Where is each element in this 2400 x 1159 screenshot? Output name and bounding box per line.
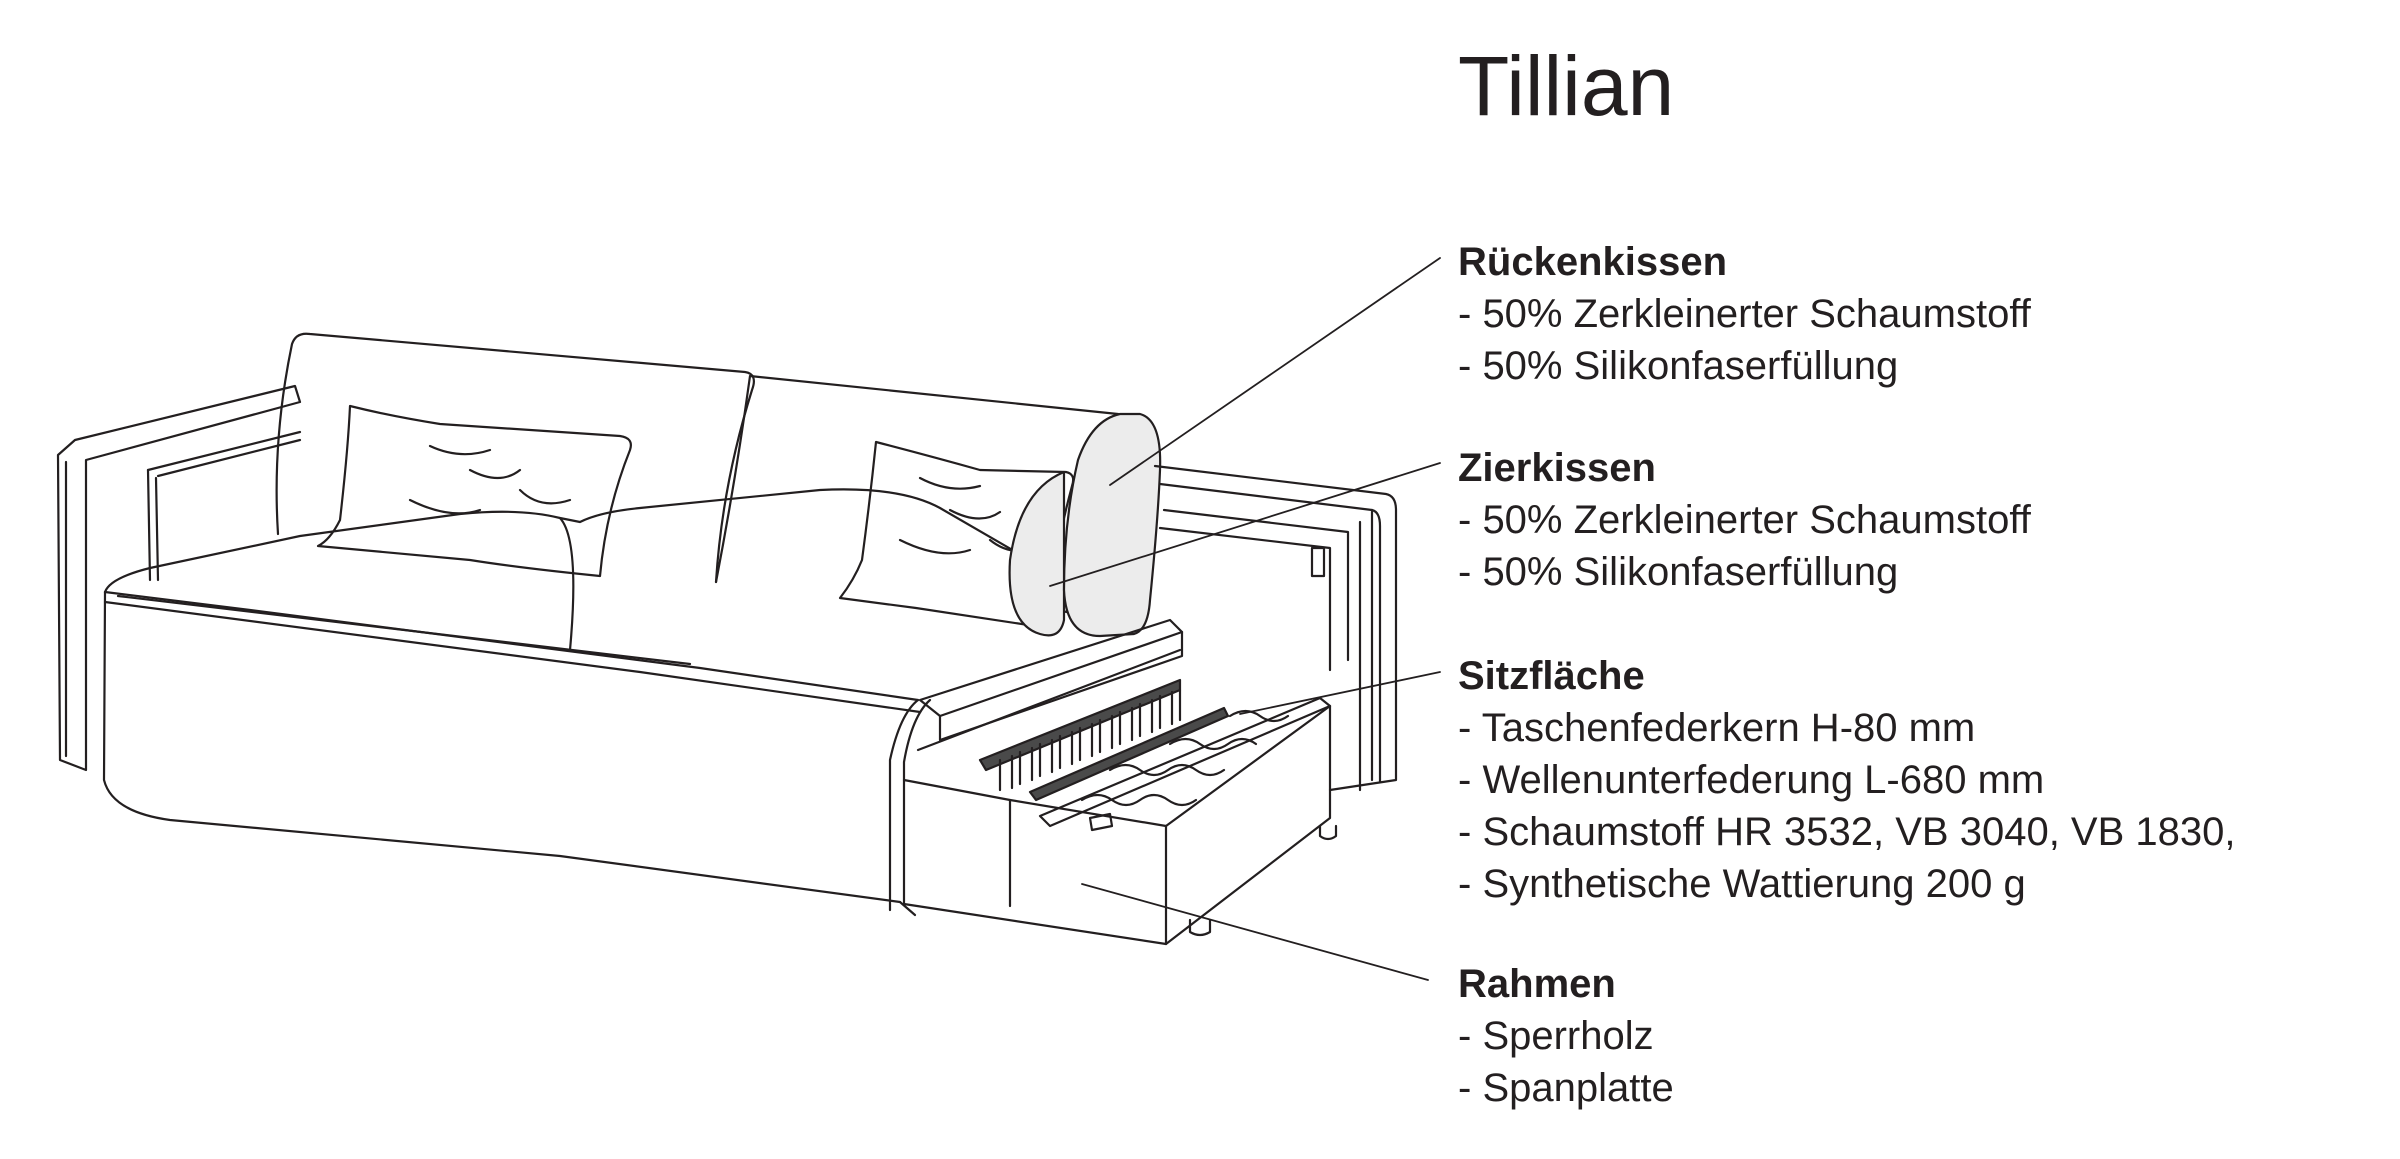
pocket-spring-core	[980, 680, 1228, 800]
cutaway-frame	[1155, 466, 1396, 790]
sofa-base-frame	[104, 592, 920, 915]
decorative-cushion-left	[318, 406, 631, 576]
leader-line-rueckenkissen	[1110, 258, 1440, 485]
back-cushions	[277, 334, 1132, 620]
section-zierkissen: Zierkissen 50% Zerkleinerter Schaumstoff…	[1458, 442, 2031, 598]
leader-line-rahmen	[1082, 884, 1428, 980]
section-rahmen: Rahmen Sperrholz Spanplatte	[1458, 958, 1674, 1114]
highlighted-cushions	[1010, 414, 1161, 636]
spec-item: 50% Silikonfaserfüllung	[1458, 340, 2031, 392]
left-armrest	[58, 386, 300, 770]
spec-list: 50% Zerkleinerter Schaumstoff 50% Siliko…	[1458, 288, 2031, 392]
spec-item: 50% Zerkleinerter Schaumstoff	[1458, 288, 2030, 340]
section-heading: Rahmen	[1458, 962, 1616, 1006]
section-heading: Rückenkissen	[1458, 240, 1728, 284]
seat-cutaway-foam	[890, 620, 1182, 910]
spec-item: 50% Zerkleinerter Schaumstoff	[1458, 494, 2030, 546]
wave-spring-base	[1040, 698, 1330, 826]
section-rueckenkissen: Rückenkissen 50% Zerkleinerter Schaumsto…	[1458, 236, 2031, 392]
spec-item: Schaumstoff HR 3532, VB 3040, VB 1830,	[1458, 806, 2235, 858]
leader-line-sitzflaeche	[1240, 672, 1440, 714]
cutaway-lower-frame	[904, 706, 1336, 944]
spec-list: Taschenfederkern H-80 mm Wellenunterfede…	[1458, 702, 2236, 910]
product-title: Tillian	[1458, 39, 1675, 133]
spec-list: Sperrholz Spanplatte	[1458, 1010, 1674, 1114]
section-heading: Zierkissen	[1458, 446, 1656, 490]
section-heading: Sitzfläche	[1458, 654, 1645, 698]
spec-list: 50% Zerkleinerter Schaumstoff 50% Siliko…	[1458, 494, 2031, 598]
leader-lines	[1050, 258, 1440, 980]
spec-item: Spanplatte	[1458, 1062, 1673, 1114]
section-sitzflaeche: Sitzfläche Taschenfederkern H-80 mm Well…	[1458, 650, 2236, 910]
seat-cushions	[105, 489, 1040, 664]
spec-item: Wellenunterfederung L-680 mm	[1458, 754, 2236, 806]
spec-item: Synthetische Wattierung 200 g	[1458, 858, 2236, 910]
spec-item: 50% Silikonfaserfüllung	[1458, 546, 2031, 598]
spec-item: Taschenfederkern H-80 mm	[1458, 702, 2236, 754]
spec-item: Sperrholz	[1458, 1010, 1674, 1062]
leader-line-zierkissen	[1050, 463, 1440, 586]
